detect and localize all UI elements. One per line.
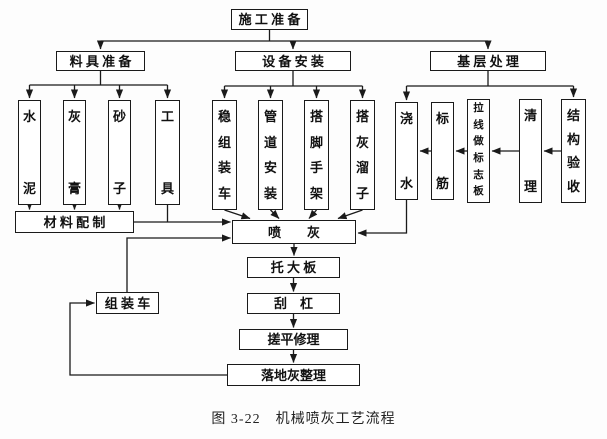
node-equipment-install: 设 备 安 装 <box>235 51 351 71</box>
node-base-treatment: 基 层 处 理 <box>430 51 546 71</box>
node-construction-preparation: 施 工 准 备 <box>231 9 308 30</box>
node-cleaning: 清理 <box>519 99 542 203</box>
node-watering: 浇水 <box>395 102 418 200</box>
node-spray-ash: 喷 灰 <box>232 220 356 244</box>
node-fallen-ash-cleanup: 落地灰整理 <box>227 364 360 386</box>
node-screed-strips: 标筋 <box>431 102 454 200</box>
node-scraper-bar: 刮 杠 <box>247 293 340 314</box>
node-rub-flat-repair: 搓平修理 <box>239 329 348 350</box>
node-tools: 工具 <box>155 100 180 205</box>
node-sand: 砂子 <box>108 100 131 205</box>
node-lime-paste: 灰膏 <box>63 100 86 205</box>
node-scaffolding: 搭脚手架 <box>304 100 329 210</box>
node-pipe-install: 管道安装 <box>258 100 283 210</box>
node-carry-big-board: 托 大 板 <box>247 257 340 278</box>
node-assembly-truck: 组 装 车 <box>96 292 159 314</box>
figure-caption: 图 3-22 机械喷灰工艺流程 <box>211 412 396 427</box>
node-mixer-assembly-truck: 稳组装车 <box>212 100 237 210</box>
node-marking-board: 拉线做标志板 <box>467 99 490 203</box>
node-ash-chute: 搭灰溜子 <box>350 100 375 210</box>
node-material-mixing: 材 料 配 制 <box>15 211 134 233</box>
node-material-tool-prep: 料 具 准 备 <box>56 51 145 71</box>
node-structure-acceptance: 结构验收 <box>561 99 586 203</box>
node-cement: 水泥 <box>18 100 41 205</box>
